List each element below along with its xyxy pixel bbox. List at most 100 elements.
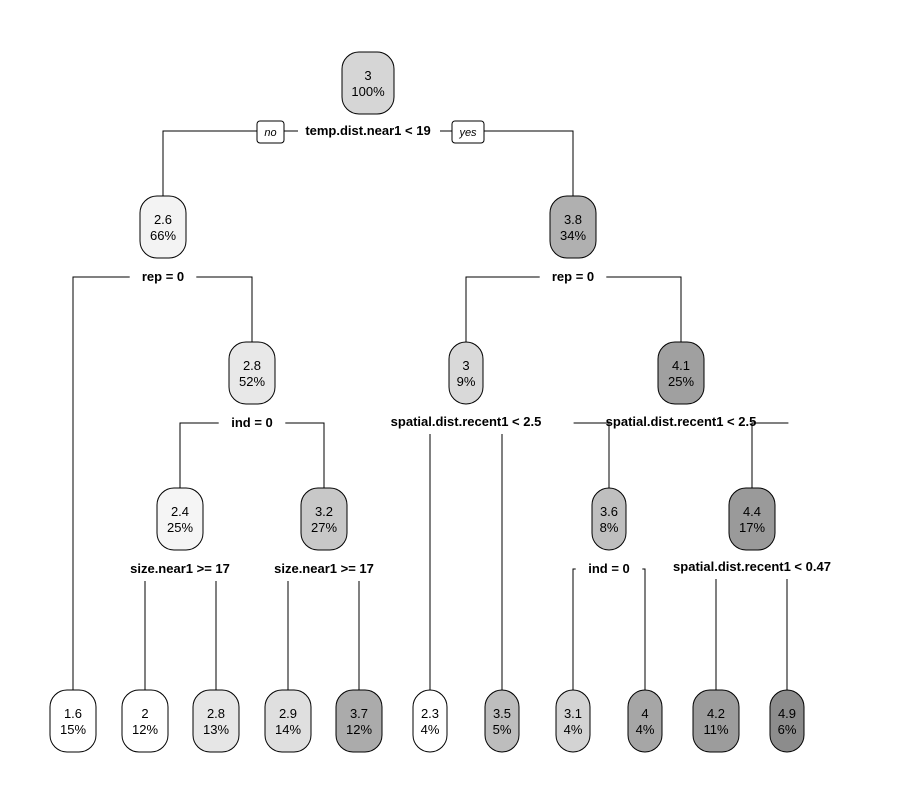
node-percent: 9% bbox=[457, 374, 476, 389]
node-value: 4.2 bbox=[707, 706, 725, 721]
node-box bbox=[591, 487, 627, 551]
edge-line bbox=[465, 276, 540, 342]
node-box bbox=[627, 689, 663, 753]
edge-line bbox=[572, 568, 576, 690]
tree-node: 2.425% bbox=[156, 487, 204, 551]
tree-node: 39% bbox=[448, 341, 484, 405]
edge-line bbox=[162, 130, 257, 196]
node-box bbox=[448, 341, 484, 405]
split-label: spatial.dist.recent1 < 0.47 bbox=[673, 559, 831, 574]
branch-label-yes: yes bbox=[451, 120, 485, 144]
node-percent: 13% bbox=[203, 722, 229, 737]
node-value: 3.6 bbox=[600, 504, 618, 519]
node-value: 2 bbox=[141, 706, 148, 721]
node-percent: 14% bbox=[275, 722, 301, 737]
node-percent: 4% bbox=[421, 722, 440, 737]
edge-line bbox=[484, 130, 574, 196]
tree-node: 2.666% bbox=[139, 195, 187, 259]
node-box bbox=[121, 689, 169, 753]
node-value: 3.8 bbox=[564, 212, 582, 227]
node-box bbox=[228, 341, 276, 405]
node-percent: 34% bbox=[560, 228, 586, 243]
split-label: ind = 0 bbox=[231, 415, 273, 430]
node-value: 2.8 bbox=[243, 358, 261, 373]
leaf-node: 3.712% bbox=[335, 689, 383, 753]
node-value: 2.8 bbox=[207, 706, 225, 721]
node-box bbox=[484, 689, 520, 753]
node-box bbox=[412, 689, 448, 753]
node-box bbox=[769, 689, 805, 753]
node-value: 4.1 bbox=[672, 358, 690, 373]
split-label: spatial.dist.recent1 < 2.5 bbox=[391, 414, 542, 429]
leaf-node: 2.813% bbox=[192, 689, 240, 753]
node-value: 2.9 bbox=[279, 706, 297, 721]
node-percent: 6% bbox=[778, 722, 797, 737]
edges bbox=[72, 130, 789, 690]
branch-label-text: yes bbox=[458, 127, 477, 139]
split-label: rep = 0 bbox=[142, 269, 184, 284]
tree-node: 4.417% bbox=[728, 487, 776, 551]
node-percent: 66% bbox=[150, 228, 176, 243]
node-value: 3.1 bbox=[564, 706, 582, 721]
node-percent: 4% bbox=[564, 722, 583, 737]
node-percent: 5% bbox=[493, 722, 512, 737]
node-percent: 25% bbox=[668, 374, 694, 389]
node-box bbox=[728, 487, 776, 551]
edge-line bbox=[573, 422, 610, 488]
node-percent: 100% bbox=[351, 84, 385, 99]
edge-line bbox=[751, 422, 789, 488]
node-value: 2.6 bbox=[154, 212, 172, 227]
branch-label-box bbox=[451, 120, 485, 144]
tree-node: 3.227% bbox=[300, 487, 348, 551]
tree-node: 3.68% bbox=[591, 487, 627, 551]
leaf-node: 1.615% bbox=[49, 689, 97, 753]
node-percent: 15% bbox=[60, 722, 86, 737]
node-value: 3 bbox=[462, 358, 469, 373]
leaf-node: 4.96% bbox=[769, 689, 805, 753]
leaf-node: 4.211% bbox=[692, 689, 740, 753]
leaf-node: 3.55% bbox=[484, 689, 520, 753]
node-box bbox=[192, 689, 240, 753]
node-box bbox=[341, 51, 395, 115]
branch-label-box bbox=[256, 120, 285, 144]
leaf-node: 2.34% bbox=[412, 689, 448, 753]
edge-line bbox=[179, 422, 219, 488]
split-label: rep = 0 bbox=[552, 269, 594, 284]
node-value: 3.5 bbox=[493, 706, 511, 721]
node-box bbox=[139, 195, 187, 259]
leaf-node: 212% bbox=[121, 689, 169, 753]
edge-line bbox=[642, 568, 646, 690]
split-label: size.near1 >= 17 bbox=[130, 561, 230, 576]
node-box bbox=[264, 689, 312, 753]
node-value: 2.4 bbox=[171, 504, 189, 519]
node-box bbox=[549, 195, 597, 259]
node-percent: 11% bbox=[703, 722, 728, 737]
edge-line bbox=[606, 276, 682, 342]
edge-line bbox=[72, 276, 130, 690]
node-percent: 8% bbox=[600, 520, 619, 535]
split-label: size.near1 >= 17 bbox=[274, 561, 374, 576]
node-percent: 27% bbox=[311, 520, 337, 535]
node-percent: 12% bbox=[346, 722, 372, 737]
split-label: ind = 0 bbox=[588, 561, 630, 576]
branch-label-no: no bbox=[256, 120, 285, 144]
node-percent: 4% bbox=[636, 722, 655, 737]
node-box bbox=[555, 689, 591, 753]
split-label: spatial.dist.recent1 < 2.5 bbox=[606, 414, 757, 429]
node-percent: 17% bbox=[739, 520, 765, 535]
node-box bbox=[49, 689, 97, 753]
node-value: 2.3 bbox=[421, 706, 439, 721]
tree-node: 2.852% bbox=[228, 341, 276, 405]
tree-node: 4.125% bbox=[657, 341, 705, 405]
node-value: 4.4 bbox=[743, 504, 761, 519]
node-value: 1.6 bbox=[64, 706, 82, 721]
edge-line bbox=[196, 276, 253, 342]
split-label: temp.dist.near1 < 19 bbox=[305, 123, 430, 138]
node-box bbox=[692, 689, 740, 753]
leaf-node: 2.914% bbox=[264, 689, 312, 753]
node-box bbox=[156, 487, 204, 551]
node-box bbox=[657, 341, 705, 405]
tree-node: 3.834% bbox=[549, 195, 597, 259]
